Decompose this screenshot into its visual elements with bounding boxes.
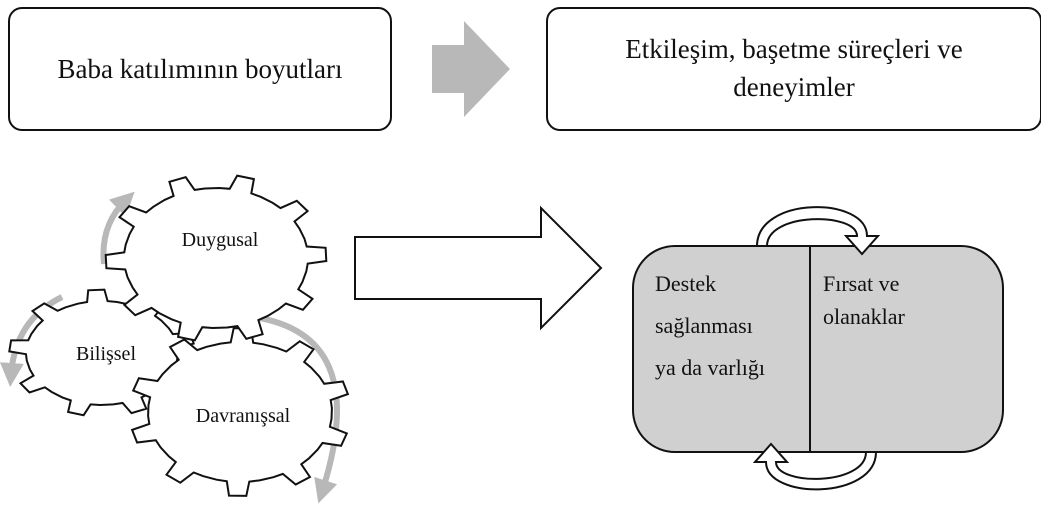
gear-arrow-right: [245, 313, 341, 504]
gear-emotional: [104, 174, 328, 342]
gear-arrow-top: [100, 191, 135, 265]
panel-arrow-bottom: [752, 442, 878, 491]
panel-arrow-top: [755, 206, 881, 256]
gear-arrow-left: [0, 294, 64, 387]
dimensions-box: Baba katılımının boyutları: [8, 7, 392, 131]
gear-label-cognitive: Bilişsel: [76, 343, 136, 365]
interaction-box-label: Etkileşim, başetme süreçleri ve deneyiml…: [625, 34, 963, 102]
support-line-2: sağlanması: [655, 313, 753, 338]
gear-behavioral: [130, 327, 350, 497]
gear-group: [8, 174, 350, 497]
support-line-3: ya da varlığı: [655, 355, 765, 380]
gear-label-behavioral: Davranışsal: [196, 405, 291, 427]
panel-outline: [632, 245, 1004, 453]
opportunity-line-1: Fırsat ve: [823, 271, 899, 296]
gear-label-emotional: Duygusal: [182, 229, 259, 251]
interaction-box: Etkileşim, başetme süreçleri ve deneyiml…: [546, 7, 1041, 131]
opportunity-line-2: olanaklar: [823, 304, 906, 329]
header-arrow: [432, 21, 510, 117]
main-flow-arrow: [354, 205, 603, 331]
support-line-1: Destek: [655, 271, 716, 296]
dimensions-box-label: Baba katılımının boyutları: [57, 53, 343, 84]
